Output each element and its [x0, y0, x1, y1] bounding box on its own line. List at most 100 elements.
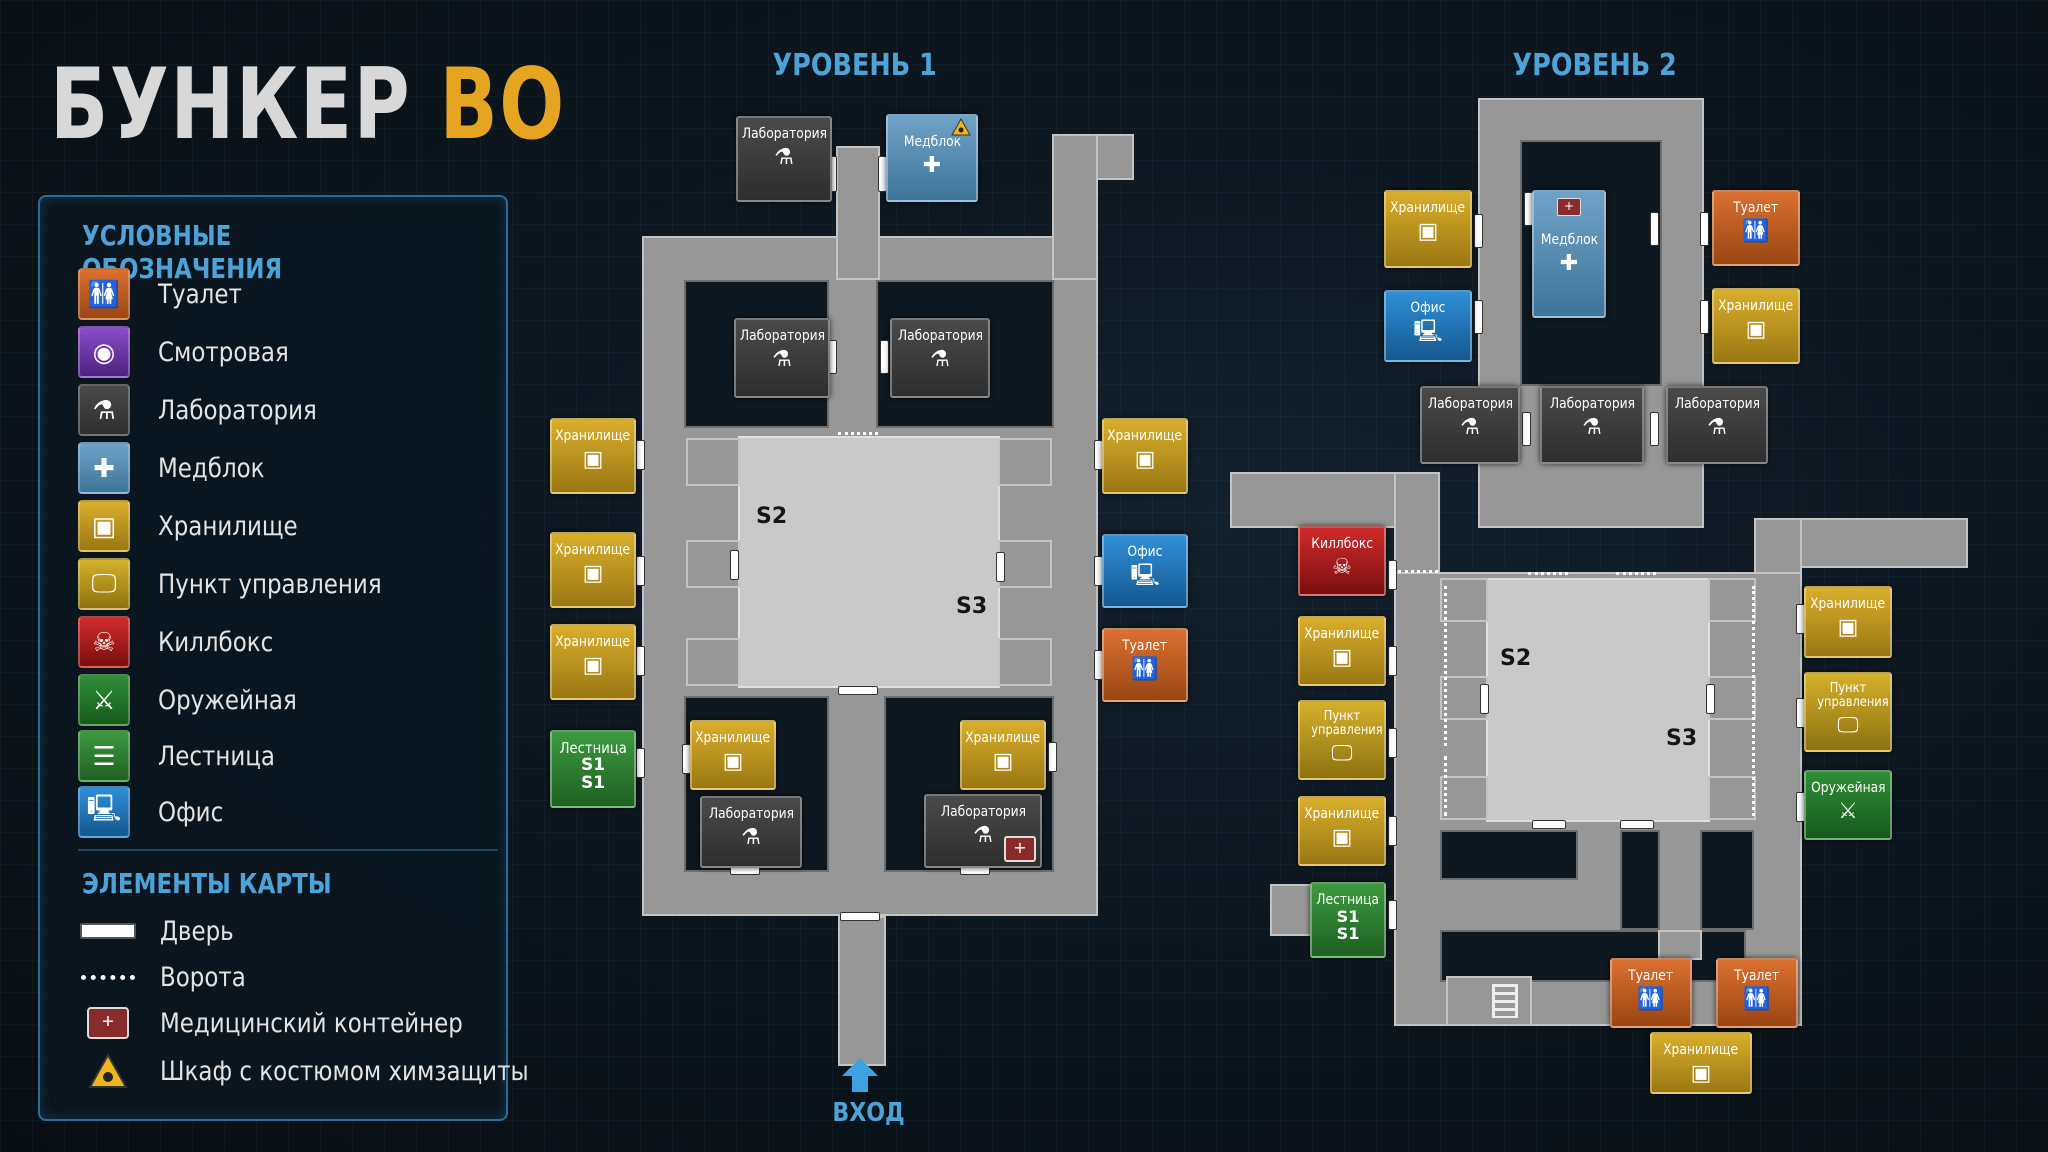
level2-door[interactable] [1480, 684, 1489, 714]
level2-hall-alcove [1440, 578, 1488, 622]
level1-door[interactable] [840, 912, 880, 921]
level2-room-office[interactable]: Офис🖳 [1384, 290, 1472, 362]
skull-icon: ☠ [1332, 555, 1352, 580]
level2-room-lab-a[interactable]: Лаборатория⚗ [1420, 386, 1520, 464]
level2-room-restroom-top[interactable]: Туалет🚻 [1712, 190, 1800, 266]
level1-door[interactable] [880, 340, 889, 374]
level2-door[interactable] [1650, 212, 1659, 246]
level1-room-storage-right[interactable]: Хранилище▣ [1102, 418, 1188, 494]
level1-room-storage-bottom-right[interactable]: Хранилище▣ [960, 720, 1046, 790]
level2-door[interactable] [1388, 900, 1397, 930]
legend-item-restroom: 🚻 Туалет [78, 267, 257, 321]
level1-room-lab-inner-right[interactable]: Лаборатория⚗ [890, 318, 990, 398]
level2-room-storage-top-left[interactable]: Хранилище▣ [1384, 190, 1472, 268]
level1-door[interactable] [1048, 742, 1057, 772]
level2-room-control-left[interactable]: Пункт управления🖵 [1298, 700, 1386, 780]
level1-room-lab-inner-left[interactable]: Лаборатория⚗ [734, 318, 830, 398]
entrance-label: ВХОД [832, 1098, 905, 1128]
level2-door[interactable] [1532, 820, 1566, 829]
monitor-icon: 🖵 [78, 558, 130, 610]
level1-room-lab-bottom-right[interactable]: Лаборатория⚗ + [924, 794, 1042, 868]
level2-gate [1616, 572, 1656, 575]
level1-room-restroom[interactable]: Туалет🚻 [1102, 628, 1188, 702]
level1-room-lab-top[interactable]: Лаборатория⚗ [736, 116, 832, 202]
level1-room-storage-bottom-left[interactable]: Хранилище▣ [690, 720, 776, 790]
level1-room-office[interactable]: Офис🖳 [1102, 534, 1188, 608]
level2-inner-block [1620, 830, 1660, 930]
flask-icon: ⚗ [1582, 415, 1602, 440]
flask-icon: ⚗ [1707, 415, 1727, 440]
legend-item-viewing: ◉ Смотровая [78, 325, 312, 379]
level1-door[interactable] [636, 440, 645, 470]
level2-gate [1398, 570, 1438, 573]
level1-northeast-corridor [1052, 134, 1098, 280]
level2-door[interactable] [1474, 214, 1483, 248]
level2-door[interactable] [1650, 412, 1659, 446]
level2-west-corridor [1394, 472, 1440, 582]
level1-door[interactable] [996, 552, 1005, 582]
level2-door[interactable] [1388, 816, 1397, 846]
level2-inner-block [1700, 830, 1754, 930]
level2-door[interactable] [1474, 300, 1483, 334]
level1-title: УРОВЕНЬ 1 [772, 48, 937, 83]
level1-entrance-corridor [838, 916, 886, 1066]
level1-door[interactable] [730, 550, 739, 580]
legend-panel: УСЛОВНЫЕ ОБОЗНАЧЕНИЯ 🚻 Туалет ◉ Смотрова… [38, 195, 529, 1121]
level1-main-hall [738, 436, 1000, 688]
medical-cross-icon: ✚ [78, 442, 130, 494]
level1-room-storage-left-1[interactable]: Хранилище▣ [550, 418, 636, 494]
crate-icon: ▣ [582, 561, 604, 586]
level2-door[interactable] [1700, 212, 1709, 246]
hazard-warning-icon [950, 117, 972, 140]
level2-room-lab-b[interactable]: Лаборатория⚗ [1540, 386, 1644, 464]
level1-room-storage-left-3[interactable]: Хранилище▣ [550, 624, 636, 700]
medical-cross-icon: ✚ [922, 153, 942, 178]
level2-room-armory[interactable]: Оружейная⚔ [1804, 770, 1892, 840]
level1-door[interactable] [636, 646, 645, 676]
level2-room-storage-bottom[interactable]: Хранилище▣ [1650, 1032, 1752, 1094]
level1-door[interactable] [636, 556, 645, 586]
level2-door[interactable] [1700, 300, 1709, 334]
level2-room-medbay[interactable]: + Медблок✚ [1532, 190, 1606, 318]
level1-door[interactable] [838, 686, 878, 695]
level2-hall-label-s2: S2 [1500, 646, 1532, 671]
crate-icon: ▣ [78, 500, 130, 552]
legend-item-killbox: ☠ Киллбокс [78, 615, 294, 669]
level1-room-storage-left-2[interactable]: Хранилище▣ [550, 532, 636, 608]
level2-room-killbox[interactable]: Киллбокс☠ [1298, 526, 1386, 596]
crate-icon: ▣ [722, 749, 744, 774]
level1-hall-alcove [686, 540, 740, 588]
level2-hall-alcove [1708, 578, 1756, 622]
level1-room-lab-bottom-left[interactable]: Лаборатория⚗ [700, 796, 802, 868]
monitor-icon: 🖵 [1331, 741, 1353, 766]
level1-north-corridor [836, 146, 880, 280]
level2-room-control-right[interactable]: Пункт управления🖵 [1804, 672, 1892, 752]
level1-gate [838, 432, 878, 435]
legend-item-storage: ▣ Хранилище [78, 499, 322, 553]
level2-door[interactable] [1388, 560, 1397, 590]
level2-room-storage-left-1[interactable]: Хранилище▣ [1298, 616, 1386, 686]
crate-icon: ▣ [1745, 317, 1767, 342]
level2-room-restroom-bottom-1[interactable]: Туалет🚻 [1610, 958, 1692, 1028]
level2-room-lab-c[interactable]: Лаборатория⚗ [1666, 386, 1768, 464]
crossed-swords-icon: ⚔ [78, 674, 130, 726]
level2-room-restroom-bottom-2[interactable]: Туалет🚻 [1716, 958, 1798, 1028]
level2-room-storage-left-2[interactable]: Хранилище▣ [1298, 796, 1386, 866]
level1-door[interactable] [636, 748, 645, 778]
level2-door[interactable] [1388, 728, 1397, 758]
level2-door[interactable] [1620, 820, 1654, 829]
restroom-icon: 🚻 [1131, 657, 1159, 682]
level2-ladder-niche [1446, 976, 1532, 1026]
level2-gate [1528, 572, 1568, 575]
level2-room-storage-right[interactable]: Хранилище▣ [1804, 586, 1892, 658]
level2-door[interactable] [1388, 646, 1397, 676]
entrance-arrow-icon [842, 1058, 878, 1097]
level1-room-medbay-top[interactable]: Медблок✚ [886, 114, 978, 202]
level2-room-storage-top-right[interactable]: Хранилище▣ [1712, 288, 1800, 364]
map-elements-heading: ЭЛЕМЕНТЫ КАРТЫ [82, 867, 332, 900]
level2-door[interactable] [1706, 684, 1715, 714]
level2-door[interactable] [1522, 412, 1531, 446]
restroom-icon: 🚻 [1743, 987, 1771, 1012]
